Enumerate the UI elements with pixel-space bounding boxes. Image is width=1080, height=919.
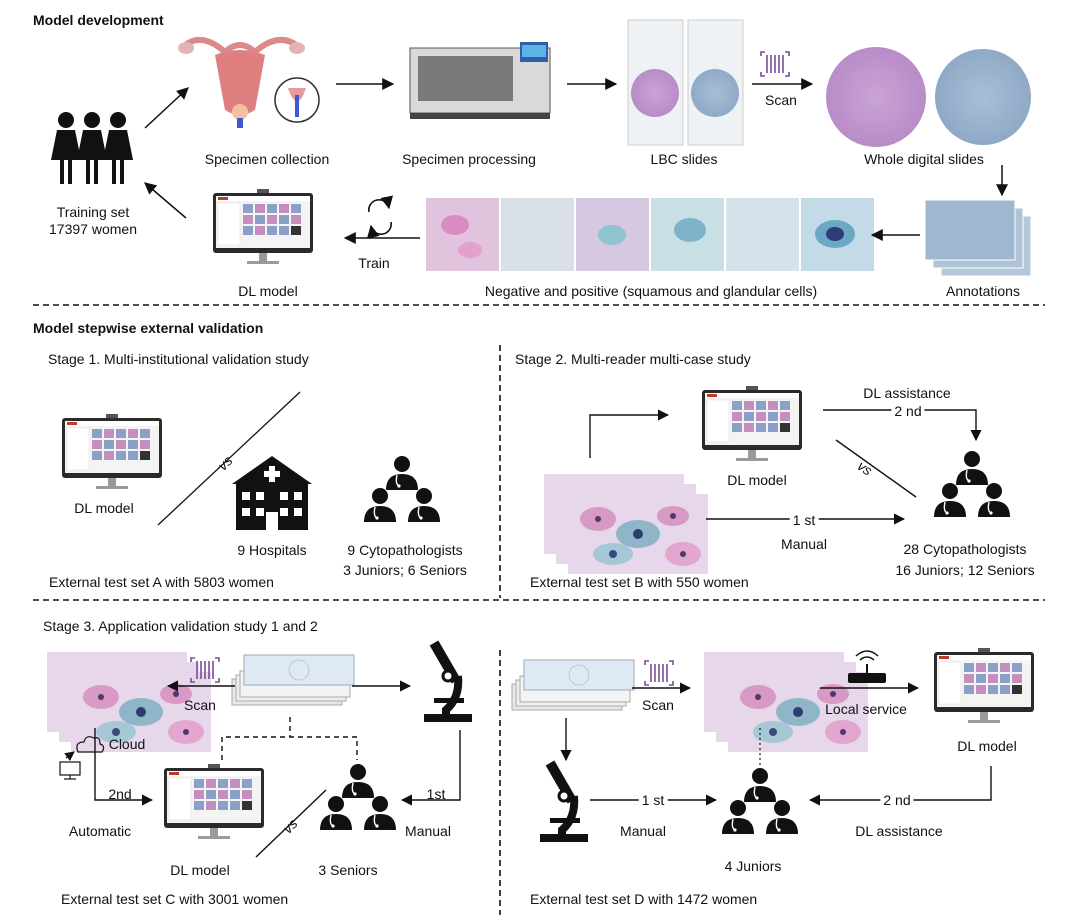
- stage3-right-manual: Manual: [620, 823, 666, 839]
- stage3-right-scan: Scan: [642, 697, 674, 713]
- stage3-left-arrows: [94, 680, 461, 858]
- stage2-first: 1 st: [789, 512, 819, 528]
- juniors-label: 4 Juniors: [724, 858, 782, 874]
- whole-slides-label: Whole digital slides: [864, 151, 984, 167]
- stage3-title: Stage 3. Application validation study 1 …: [43, 618, 318, 634]
- annotation-stack: [924, 199, 1032, 277]
- training-set-count: 17397 women: [49, 221, 137, 237]
- cell-image-strip: [426, 198, 874, 271]
- cytopathologist-group-icon-stage2: [934, 451, 1010, 517]
- stage2-manual: Manual: [781, 536, 827, 552]
- slide-stack-right: [511, 659, 635, 711]
- dev-arrows: [144, 78, 1008, 244]
- stage3-left-scan: Scan: [184, 697, 216, 713]
- stage2-cytopathologists: 28 Cytopathologists: [903, 541, 1027, 557]
- annotations-label: Annotations: [946, 283, 1020, 299]
- cloud-label: Cloud: [108, 736, 146, 752]
- refresh-cycle-icon: [367, 195, 393, 239]
- dl-model-label-dev: DL model: [238, 283, 298, 299]
- test-set-c: External test set C with 3001 women: [61, 891, 289, 907]
- stage1-title: Stage 1. Multi-institutional validation …: [48, 351, 309, 367]
- stage1-split: 3 Juniors; 6 Seniors: [343, 562, 467, 578]
- stage2-dl-assistance: DL assistance: [863, 385, 951, 401]
- test-set-b: External test set B with 550 women: [530, 574, 749, 590]
- stage3-left-dashed: [221, 717, 358, 760]
- stage2-dl-model: DL model: [727, 472, 787, 488]
- seniors-label: 3 Seniors: [318, 862, 378, 878]
- hospital-icon: [232, 456, 312, 530]
- cells-label: Negative and positive (squamous and glan…: [484, 283, 818, 299]
- slide-stack-left: [231, 654, 355, 706]
- monitor-icon-stage3-right: [933, 647, 1035, 724]
- stage3-right-first: 1 st: [638, 792, 668, 808]
- processor-machine: [409, 42, 551, 119]
- lbc-slides-label: LBC slides: [650, 151, 718, 167]
- junior-group-icon: [722, 768, 798, 834]
- hospitals-label: 9 Hospitals: [237, 542, 307, 558]
- microscope-icon-left: [424, 640, 472, 722]
- women-group-icon: [51, 112, 133, 184]
- senior-group-icon: [320, 764, 396, 830]
- scanner-icon-right: [644, 660, 674, 686]
- monitor-icon-stage2: [701, 385, 803, 462]
- specimen-collection-label: Specimen collection: [204, 151, 330, 167]
- scan-label-dev: Scan: [765, 92, 797, 108]
- stage3-right-dl-model: DL model: [957, 738, 1017, 754]
- lbc-slides: [627, 19, 744, 146]
- stage3-right-dl-assistance: DL assistance: [855, 823, 943, 839]
- local-service-label: Local service: [825, 701, 907, 717]
- stage3-left-first: 1st: [426, 786, 446, 802]
- section-title-validation: Model stepwise external validation: [33, 320, 264, 336]
- router-icon: [848, 650, 886, 683]
- microscope-icon-right: [540, 760, 588, 842]
- automatic-label: Automatic: [68, 823, 132, 839]
- stage2-second: 2 nd: [891, 403, 925, 419]
- stage3-left-manual: Manual: [405, 823, 451, 839]
- test-set-d: External test set D with 1472 women: [530, 891, 758, 907]
- monitor-icon-dev: [212, 188, 314, 265]
- cloud-icon: [59, 736, 105, 780]
- stage3-left-dl-model: DL model: [170, 862, 230, 878]
- training-set-label: Training set: [56, 204, 130, 220]
- stage1-dl-model: DL model: [74, 500, 134, 516]
- stage3-right-second: 2 nd: [880, 792, 914, 808]
- stage3-right-arrows: [560, 682, 992, 806]
- separators: [33, 304, 1045, 915]
- stage3-left-second: 2nd: [108, 786, 132, 802]
- cell-stack-stage2: [544, 474, 708, 574]
- specimen-processing-label: Specimen processing: [402, 151, 536, 167]
- test-set-a: External test set A with 5803 women: [49, 574, 274, 590]
- train-label: Train: [358, 255, 390, 271]
- stage1-cytopathologists: 9 Cytopathologists: [347, 542, 463, 558]
- monitor-icon-stage3-left: [163, 763, 265, 840]
- stage2-split: 16 Juniors; 12 Seniors: [895, 562, 1035, 578]
- stage1-divider: [157, 391, 301, 526]
- monitor-icon-stage1: [61, 413, 163, 490]
- whole-slide-images: [826, 47, 1031, 147]
- scanner-icon: [760, 51, 790, 77]
- uterus-illustration: [178, 37, 320, 128]
- stage2-title: Stage 2. Multi-reader multi-case study: [515, 351, 751, 367]
- section-title-dev: Model development: [33, 12, 164, 28]
- cytopathologist-group-icon-stage1: [364, 456, 440, 522]
